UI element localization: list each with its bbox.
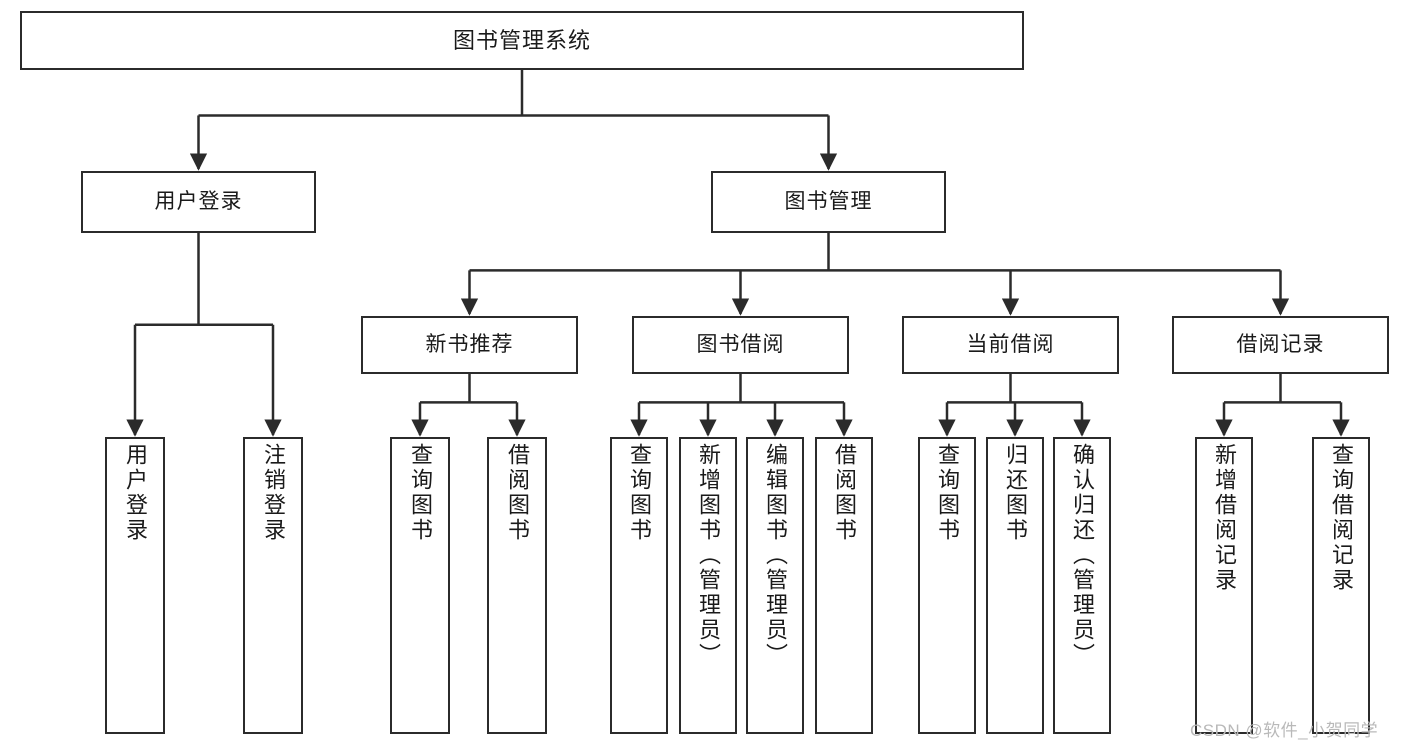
node-leaf-query-book-2[interactable]: 查询图书: [610, 437, 668, 734]
node-leaf-add-record-label: 新增借阅记录: [1212, 443, 1237, 593]
node-book-manage-label: 图书管理: [784, 189, 873, 213]
node-leaf-add-book[interactable]: 新增图书（管理员）: [679, 437, 737, 734]
node-leaf-user-login-label: 用户登录: [123, 443, 148, 543]
node-root[interactable]: 图书管理系统: [20, 11, 1024, 70]
node-leaf-borrow-book-1-label: 借阅图书: [505, 443, 530, 543]
node-leaf-query-record-label: 查询借阅记录: [1329, 443, 1354, 593]
node-leaf-query-book-2-label: 查询图书: [627, 443, 652, 543]
node-leaf-query-book-1-label: 查询图书: [408, 443, 433, 543]
node-current-borrow-label: 当前借阅: [966, 332, 1055, 356]
node-leaf-borrow-book-1[interactable]: 借阅图书: [487, 437, 547, 734]
node-leaf-return-book[interactable]: 归还图书: [986, 437, 1044, 734]
node-leaf-borrow-book-2[interactable]: 借阅图书: [815, 437, 873, 734]
node-leaf-user-logout[interactable]: 注销登录: [243, 437, 303, 734]
node-leaf-query-book-3-label: 查询图书: [935, 443, 960, 543]
node-new-book-rec-label: 新书推荐: [425, 332, 514, 356]
node-leaf-query-book-3[interactable]: 查询图书: [918, 437, 976, 734]
node-leaf-edit-book[interactable]: 编辑图书（管理员）: [746, 437, 804, 734]
node-root-label: 图书管理系统: [452, 27, 591, 53]
node-leaf-return-book-label: 归还图书: [1003, 443, 1028, 543]
node-book-borrow[interactable]: 图书借阅: [632, 316, 849, 374]
node-leaf-user-logout-label: 注销登录: [261, 443, 286, 543]
node-new-book-rec[interactable]: 新书推荐: [361, 316, 578, 374]
node-leaf-confirm-return-label: 确认归还（管理员）: [1070, 443, 1095, 668]
node-leaf-add-book-label: 新增图书（管理员）: [696, 443, 721, 668]
node-borrow-record-label: 借阅记录: [1236, 332, 1325, 356]
node-leaf-edit-book-label: 编辑图书（管理员）: [763, 443, 788, 668]
node-book-borrow-label: 图书借阅: [696, 332, 785, 356]
node-leaf-query-book-1[interactable]: 查询图书: [390, 437, 450, 734]
node-book-manage[interactable]: 图书管理: [711, 171, 946, 233]
node-borrow-record[interactable]: 借阅记录: [1172, 316, 1389, 374]
node-leaf-add-record[interactable]: 新增借阅记录: [1195, 437, 1253, 734]
watermark: CSDN @软件_小贺同学: [1190, 721, 1379, 740]
node-leaf-user-login[interactable]: 用户登录: [105, 437, 165, 734]
node-leaf-query-record[interactable]: 查询借阅记录: [1312, 437, 1370, 734]
node-user-login[interactable]: 用户登录: [81, 171, 316, 233]
node-leaf-confirm-return[interactable]: 确认归还（管理员）: [1053, 437, 1111, 734]
node-current-borrow[interactable]: 当前借阅: [902, 316, 1119, 374]
node-user-login-label: 用户登录: [154, 189, 243, 213]
node-leaf-borrow-book-2-label: 借阅图书: [832, 443, 857, 543]
